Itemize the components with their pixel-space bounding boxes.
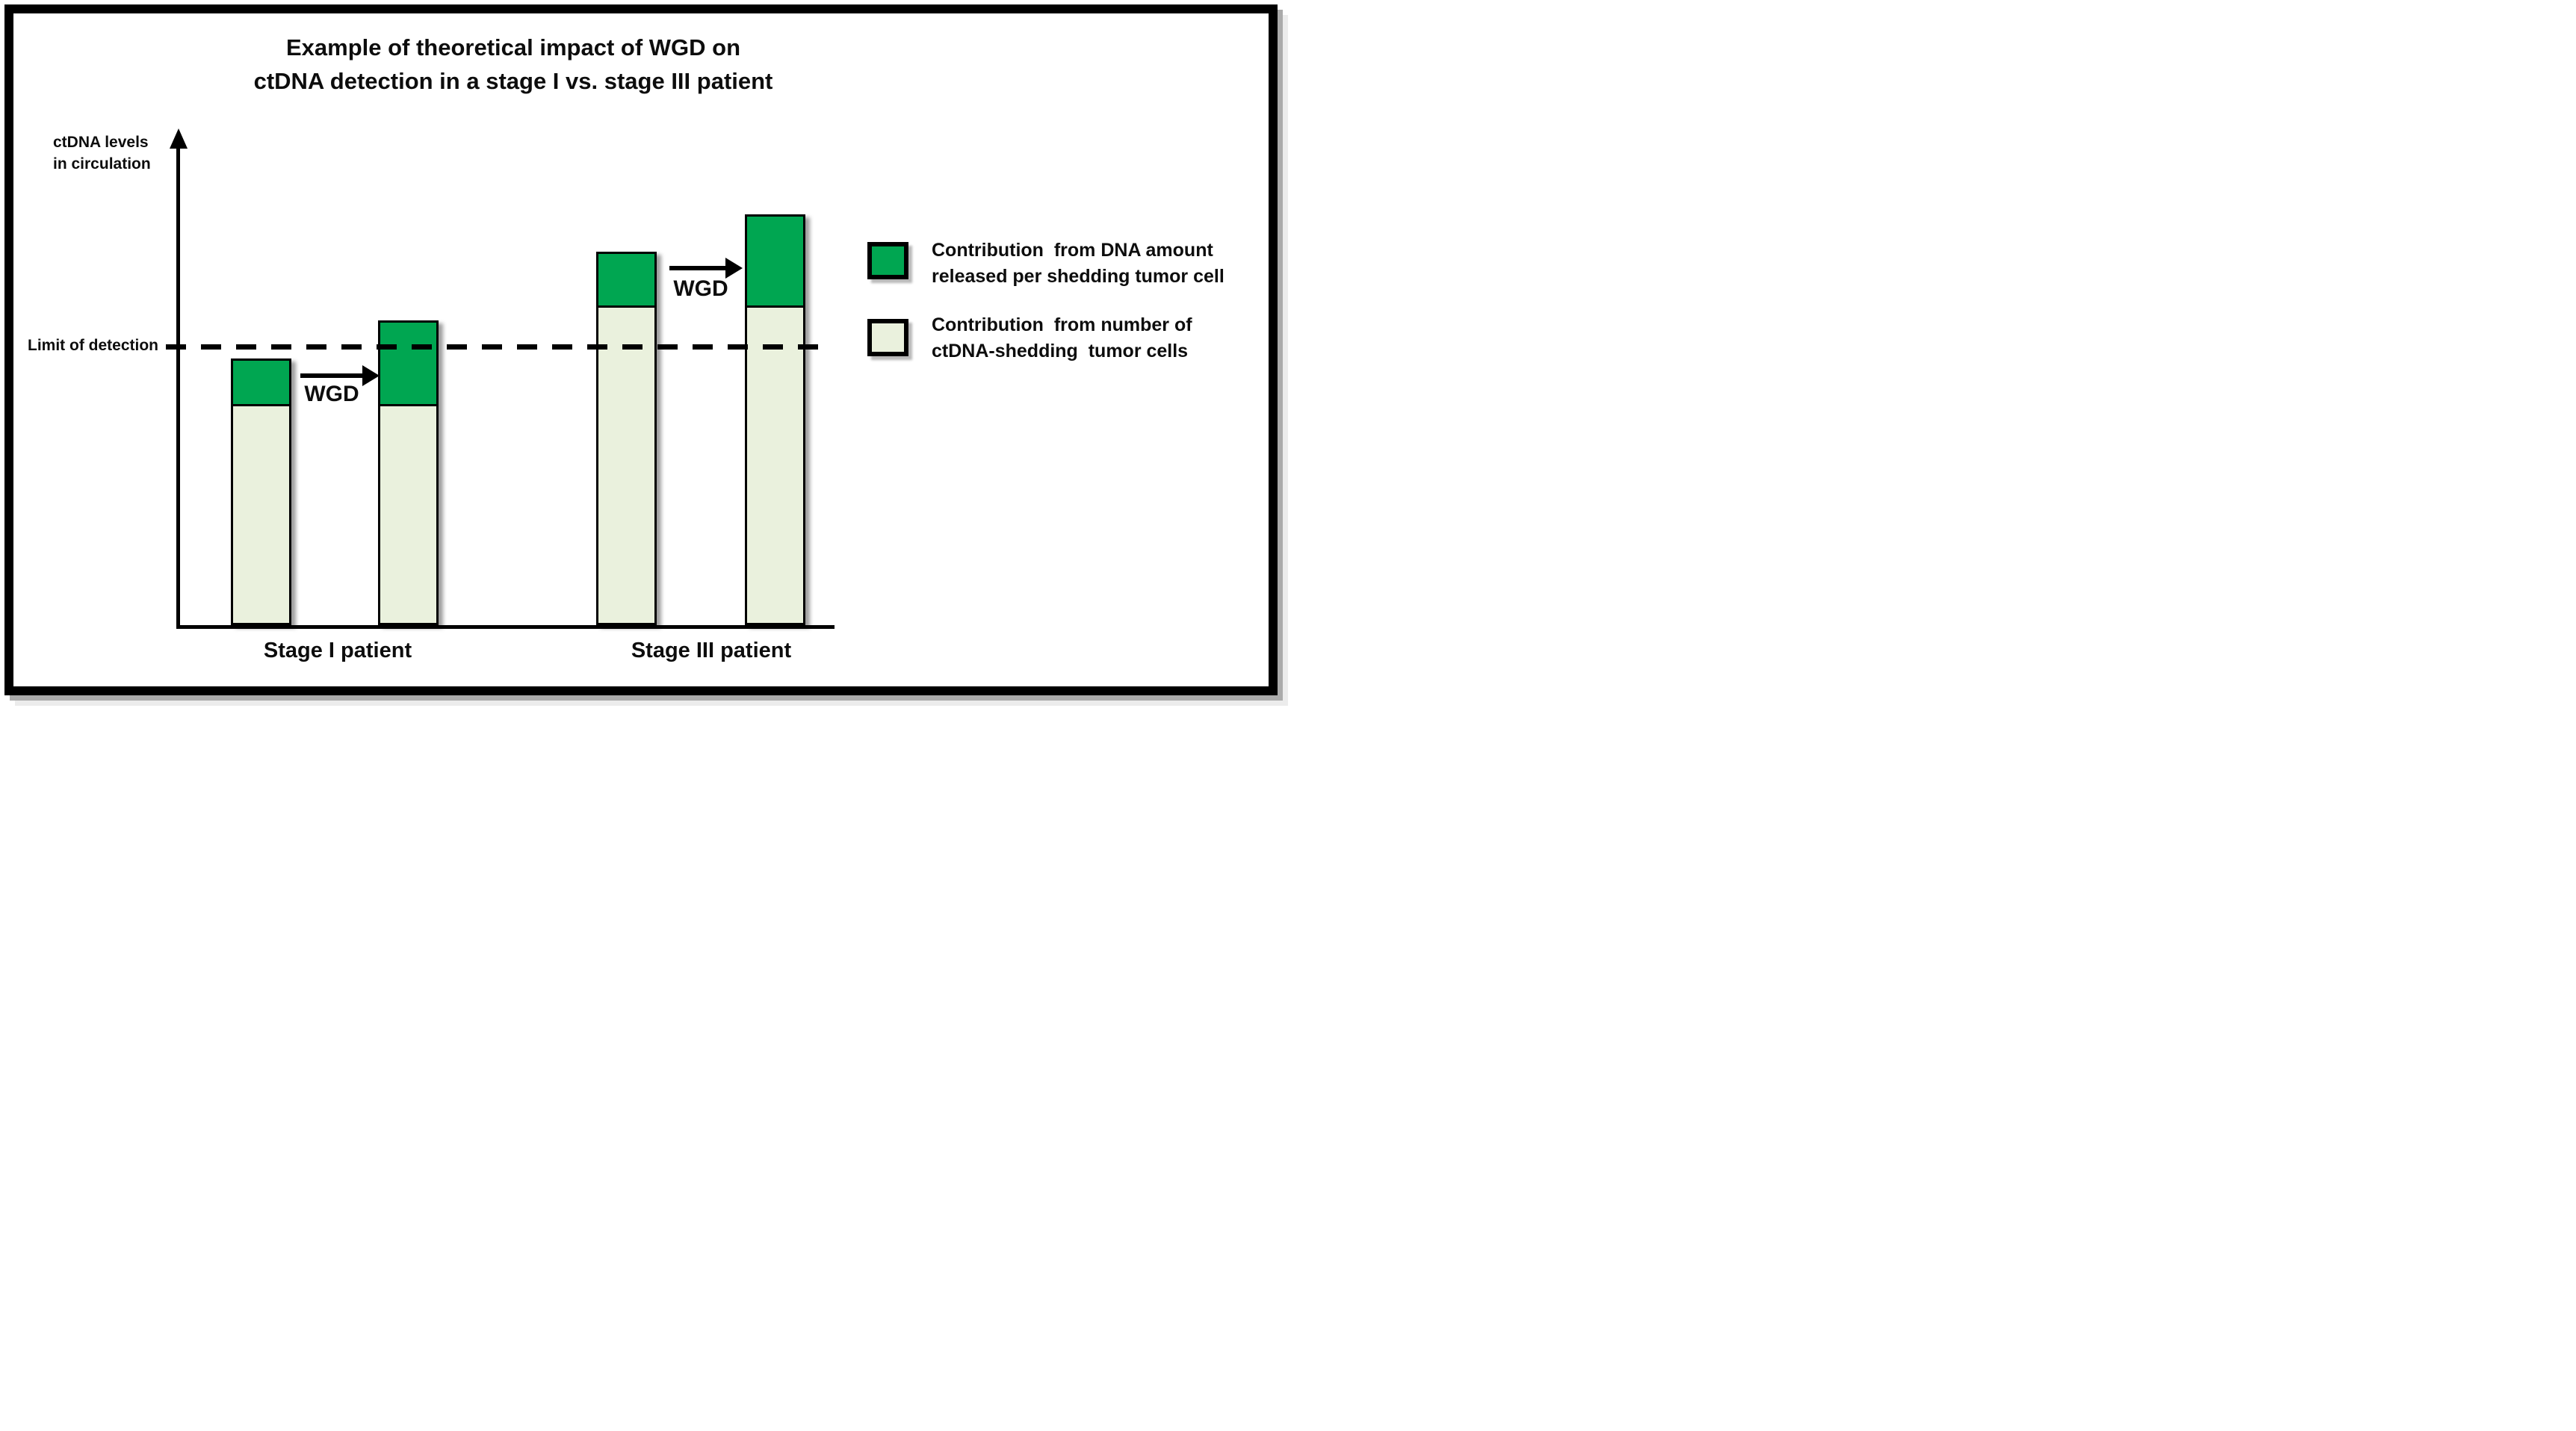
wgd-arrow-stage3	[669, 266, 726, 270]
y-axis-arrowhead-icon	[170, 128, 188, 149]
bar-stage1-pre-wgd	[231, 358, 291, 625]
y-axis-label: ctDNA levels in circulation	[53, 134, 151, 173]
wgd-label-stage3: WGD	[673, 276, 728, 301]
figure-frame	[4, 4, 1278, 695]
bar-stage1-post-wgd	[378, 320, 439, 625]
wgd-arrow-stage1	[300, 373, 363, 378]
wgd-arrowhead-stage3-icon	[725, 258, 743, 279]
bar-stage3-post-wgd	[745, 214, 805, 625]
y-axis-line	[176, 142, 180, 625]
wgd-label-stage1: WGD	[304, 382, 359, 406]
bar-segment-dna-per-cell	[233, 361, 289, 407]
legend-swatch-shedding-cells	[867, 319, 908, 356]
limit-of-detection-label: Limit of detection	[28, 337, 158, 354]
figure-title: Example of theoretical impact of WGD on …	[253, 34, 773, 94]
bar-stage3-pre-wgd	[596, 251, 657, 625]
figure-canvas: Example of theoretical impact of WGD on …	[0, 0, 1288, 716]
bar-segment-dna-per-cell	[747, 216, 803, 308]
legend-label-shedding-cells: Contribution from number of ctDNA-sheddi…	[932, 314, 1192, 361]
legend-swatch-dna-per-cell	[867, 242, 908, 279]
limit-of-detection-dashed-line	[166, 344, 824, 350]
legend-label-dna-per-cell: Contribution from DNA amount released pe…	[932, 240, 1224, 287]
wgd-arrowhead-stage1-icon	[362, 365, 380, 386]
bar-segment-dna-per-cell	[598, 253, 654, 308]
stage3-group-label: Stage III patient	[631, 639, 792, 662]
x-axis-line	[176, 625, 835, 629]
bar-segment-dna-per-cell	[380, 322, 436, 407]
stage1-group-label: Stage I patient	[263, 639, 412, 662]
